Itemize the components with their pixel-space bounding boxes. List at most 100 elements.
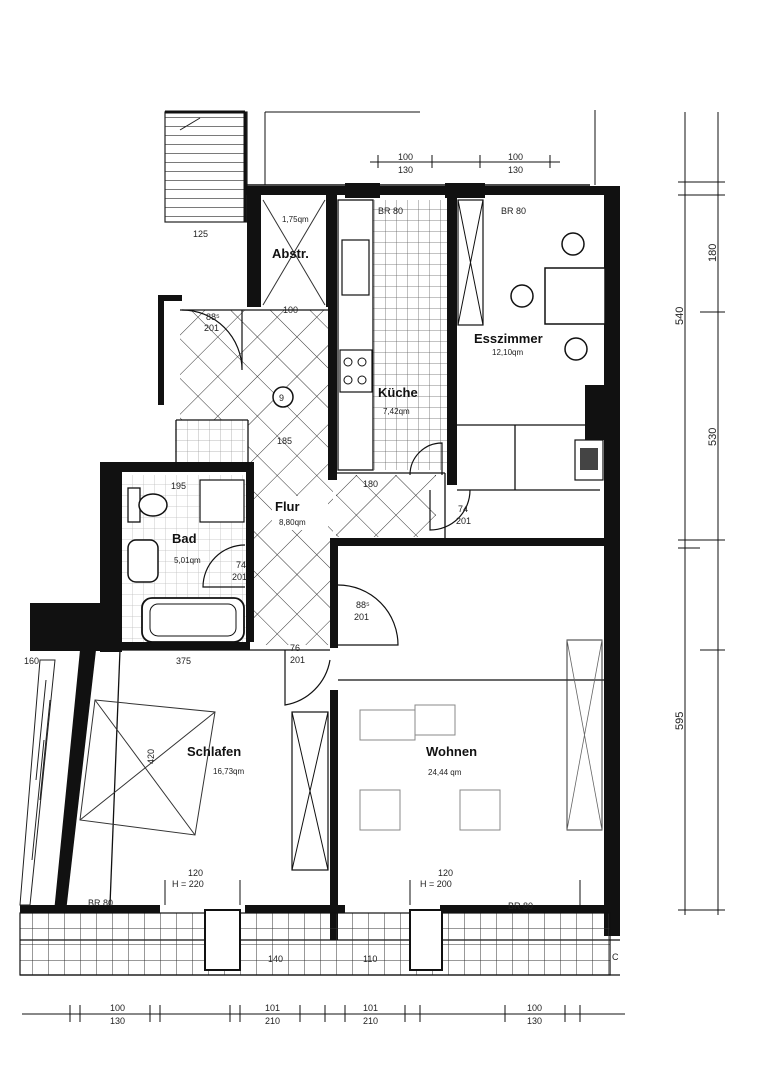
balcony-post-right [409,909,443,971]
bath-top-wall [100,462,250,472]
living-window-size: H = 200 [420,879,452,889]
staircase: 125 [164,110,248,239]
top-dim-1-bottom: 130 [398,165,413,175]
top-dim-2-bottom: 130 [508,165,523,175]
abstr-tiles [175,420,245,465]
top-wall-dark-2 [445,183,485,198]
living-door-dim-2: 201 [354,612,369,622]
dining-chair-2 [510,284,534,308]
bedroom-area: 16,73qm [213,767,244,776]
bedroom-door-swing [284,650,331,706]
bottom-dimension-chain: 100 130 101 210 101 210 100 130 [22,1003,625,1026]
left-balcony-block [30,603,120,651]
balcony-dim-110: 110 [363,954,377,964]
bed-dim: 420 [146,749,156,764]
bedroom-living-wall [330,690,338,940]
bottom-wall-left [20,905,160,913]
bottom-dim-2-bottom: 210 [265,1016,280,1026]
top-dimension-chain: 100 130 100 130 [370,152,560,175]
bottom-dim-4-bottom: 130 [527,1016,542,1026]
kitchen-area: 7,42qm [383,407,410,416]
bath-cabinet [199,479,245,523]
flur-kitchen-dim: 180 [363,479,378,489]
right-dim-530: 530 [707,428,719,446]
kitchen-dining-wall [447,195,457,485]
bedroom-window-size: H = 220 [172,879,204,889]
kitchen-left-wall [328,195,337,480]
right-dim-595: 595 [674,712,686,730]
balcony: 140 110 [19,909,611,976]
washbasin [127,539,159,583]
kitchen-room: BR 80 Küche 7,42qm [337,199,443,476]
stair-width-dim: 125 [193,229,208,239]
bath-door-dim-2: 201 [232,572,247,582]
left-bay: 160 [19,656,56,906]
right-dim-180: 180 [707,244,719,262]
dining-room: BR 80 Esszimmer 12,10qm [457,199,606,481]
bedroom-window-dim: 120 [188,868,203,878]
bath-door-dim-1: 74 [236,560,246,570]
flur-middle-tiles [248,420,333,645]
top-dim-2-top: 100 [508,152,523,162]
flur-kitchen-tiles [336,475,436,537]
entry-door-dim-1: 88⁵ [206,312,220,322]
kitchen-door-dim-1: 74 [458,504,468,514]
dining-chair-1 [561,232,585,256]
abstr-area: 1,75qm [282,215,309,224]
abstr-name: Abstr. [272,246,309,261]
dining-area: 12,10qm [492,348,523,357]
kitchen-name: Küche [378,385,418,400]
dining-chair-3 [564,337,588,361]
bathtub [141,597,245,643]
dining-table [544,267,606,325]
bedroom-left-wall [54,650,96,912]
bath-area: 5,01qm [174,556,201,565]
right-wall [604,186,620,936]
bedroom-name: Schlafen [187,744,241,759]
toilet-bowl [138,493,168,517]
bath-lower-dim: 375 [176,656,191,666]
corner-letter: C [612,952,619,962]
flur-width-dim: 185 [277,436,292,446]
bottom-dim-4-top: 100 [527,1003,542,1013]
bottom-wall-right [440,905,610,913]
bedroom-window-label: BR 80 [88,898,113,908]
flur-area: 8,80qm [279,518,306,527]
top-wall-dark-1 [345,183,380,198]
kitchen-counter [337,199,374,471]
living-room: 88⁵ 201 Wohnen 24,44 qm 120 H = 200 BR 8… [337,584,603,911]
living-name: Wohnen [426,744,477,759]
living-shelf [566,639,603,831]
living-door-swing [337,584,399,646]
abstr-left-wall [247,195,261,307]
bedroom-door-dim-2: 201 [290,655,305,665]
bedroom-room: 76 201 420 Schlafen 16,73qm 120 H = 220 … [79,643,619,962]
abstellraum-room: 1,75qm Abstr. 100 [262,199,326,315]
bath-right-wall [246,462,254,642]
bottom-dim-1-top: 100 [110,1003,125,1013]
living-sofa [359,704,501,831]
kitchen-stove [339,349,373,393]
flur-door-swing [429,489,471,531]
stair-number: 9 [279,393,284,403]
kitchen-window-label: BR 80 [378,206,403,216]
entry-door-dim-2: 201 [204,323,219,333]
bottom-dim-2-top: 101 [265,1003,280,1013]
upper-structure [244,110,596,186]
kitchen-door-dim-2: 201 [456,516,471,526]
top-wall [245,186,615,195]
left-bay-dim: 160 [24,656,39,666]
flur-living-wall [330,538,338,648]
stair-wall-vertical [158,295,164,405]
abstr-width-dim: 100 [283,305,298,315]
living-window-dim: 120 [438,868,453,878]
flur-name: Flur [275,499,300,514]
flur-left-wall [158,295,182,301]
top-dim-1-top: 100 [398,152,413,162]
living-door-dim-1: 88⁵ [356,600,370,610]
right-dimension-chain: 180 540 530 595 [674,112,725,915]
toilet-tank [127,487,141,523]
dining-window-label: BR 80 [501,206,526,216]
bottom-dim-1-bottom: 130 [110,1016,125,1026]
bottom-dim-3-top: 101 [363,1003,378,1013]
